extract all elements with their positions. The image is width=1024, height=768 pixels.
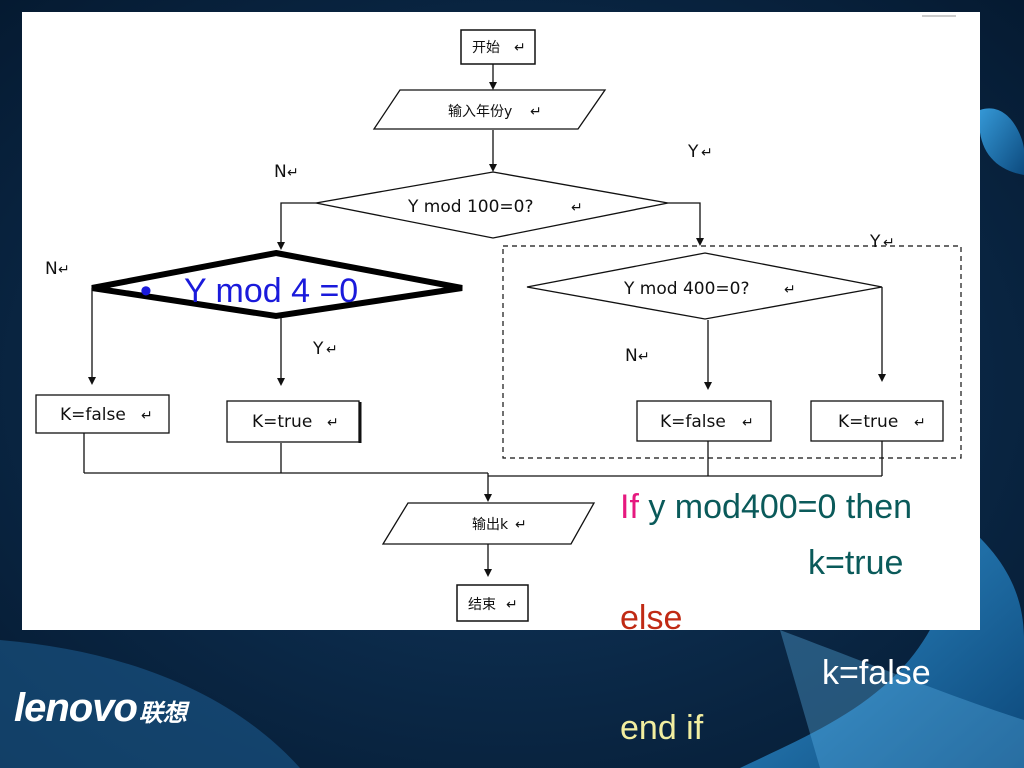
lenovo-logo: lenovo联想	[14, 686, 187, 731]
decision-mod4	[91, 249, 463, 320]
code-else-keyword: else	[620, 599, 683, 637]
code-end-if: end if	[620, 709, 704, 747]
k-true-right-box	[810, 400, 944, 442]
k-false-right-label: K=false	[660, 412, 726, 432]
yes-label-group: Y	[869, 232, 881, 252]
decision-mod4-label: Y mod 4 =0	[184, 272, 358, 310]
start-node	[460, 29, 536, 65]
code-if-line: If y mod400=0 then	[620, 490, 912, 524]
logo-brand: lenovo	[14, 686, 138, 730]
return-mark-icon: ↵	[58, 262, 70, 278]
return-mark-icon: ↵	[530, 104, 542, 120]
return-mark-icon: ↵	[141, 408, 153, 424]
output-label: 输出k	[472, 517, 509, 533]
code-if-keyword: If	[620, 488, 639, 526]
no-label-top: N	[274, 162, 287, 182]
output-node	[381, 502, 596, 545]
bullet-marker: •	[140, 272, 152, 310]
input-node	[372, 89, 607, 130]
return-mark-icon: ↵	[742, 415, 754, 431]
end-node	[456, 584, 529, 622]
input-label: 输入年份y	[448, 104, 512, 120]
return-mark-icon: ↵	[914, 415, 926, 431]
code-if-condition: y mod400=0 then	[648, 488, 913, 526]
no-label-left: N	[45, 259, 58, 279]
k-true-left-label: K=true	[252, 412, 312, 432]
no-label-mod400: N	[625, 346, 638, 366]
yes-label-mod4: Y	[312, 339, 324, 359]
return-mark-icon: ↵	[326, 342, 338, 358]
yes-label-top: Y	[687, 142, 699, 162]
logo-cn: 联想	[138, 700, 187, 727]
end-label: 结束	[468, 597, 496, 613]
return-mark-icon: ↵	[287, 165, 299, 181]
k-true-left-box	[226, 400, 360, 443]
code-then-statement: k=true	[808, 544, 904, 582]
return-mark-icon: ↵	[638, 349, 650, 365]
code-else-statement: k=false	[822, 654, 931, 692]
return-mark-icon: ↵	[327, 415, 339, 431]
k-false-right-box	[636, 400, 772, 442]
k-false-left-label: K=false	[60, 405, 126, 425]
decision-mod100	[315, 171, 669, 239]
k-false-left-box	[35, 394, 170, 434]
return-mark-icon: ↵	[571, 200, 583, 216]
return-mark-icon: ↵	[515, 517, 527, 533]
start-label: 开始	[472, 40, 500, 56]
return-mark-icon: ↵	[784, 282, 796, 298]
return-mark-icon: ↵	[506, 597, 518, 613]
return-mark-icon: ↵	[883, 235, 895, 251]
k-true-right-label: K=true	[838, 412, 898, 432]
dashed-group-mod400	[502, 245, 962, 459]
return-mark-icon: ↵	[514, 40, 526, 56]
decision-mod100-label: Y mod 100=0?	[407, 197, 533, 217]
return-mark-icon: ↵	[701, 145, 713, 161]
decision-mod400	[526, 252, 883, 320]
decision-mod400-label: Y mod 400=0?	[623, 279, 749, 299]
